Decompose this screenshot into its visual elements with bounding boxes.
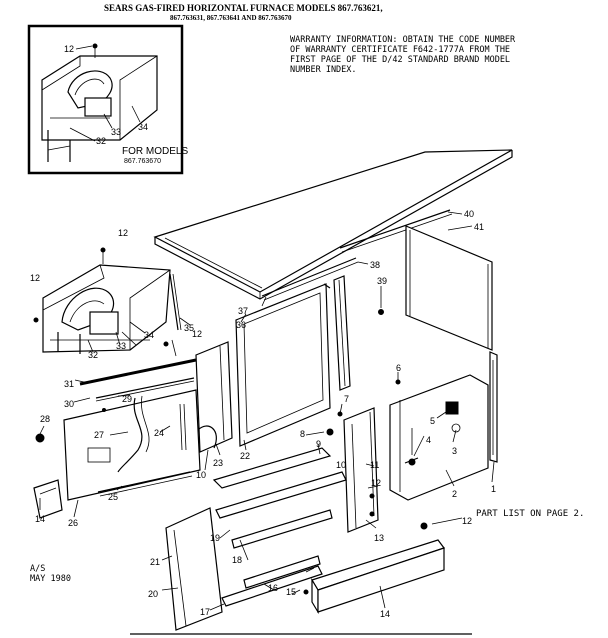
inset-motor <box>84 97 112 117</box>
callout-25: 25 <box>108 492 118 502</box>
callout-11: 11 <box>370 460 379 470</box>
corner-post-23 <box>195 341 233 453</box>
callout-10-left: 10 <box>196 470 206 480</box>
screw-6 <box>395 379 401 385</box>
callout-5: 5 <box>430 416 435 426</box>
back-panel <box>405 225 493 351</box>
callout-21: 21 <box>150 557 160 567</box>
blower-housing <box>42 247 182 354</box>
inset-label-33: 33 <box>111 127 121 137</box>
corner-post-right <box>489 351 498 463</box>
callout-7: 7 <box>344 394 349 404</box>
diagram-models: 867.763631, 867.763641 AND 867.763670 <box>170 14 292 22</box>
screw-39 <box>378 309 384 315</box>
panel-20 <box>165 507 223 631</box>
screw-12-b <box>33 317 39 323</box>
callout-35: 35 <box>184 323 194 333</box>
top-panel <box>153 149 513 300</box>
callout-31: 31 <box>64 379 74 389</box>
callout-14-right: 14 <box>380 609 390 619</box>
callout-39: 39 <box>377 276 387 286</box>
frame-22 <box>235 283 331 447</box>
right-side-panel <box>389 374 489 501</box>
front-panel <box>63 389 201 501</box>
callout-12-mid: 12 <box>192 329 202 339</box>
callout-1: 1 <box>491 484 496 494</box>
callout-13: 13 <box>374 533 384 543</box>
callout-14-left: 14 <box>35 514 45 524</box>
footer-line-1: A/S <box>30 564 45 574</box>
warranty-line-4: NUMBER INDEX. <box>290 65 357 75</box>
callout-34: 34 <box>144 330 154 340</box>
callout-33: 33 <box>116 341 126 351</box>
inset-caption-2: 867.763670 <box>124 158 161 165</box>
callout-19: 19 <box>210 533 220 543</box>
inset-model-863670: 12 32 33 34 FOR MODELS 867.763670 <box>27 24 188 175</box>
callout-38: 38 <box>370 260 380 270</box>
filter-strips <box>79 339 197 402</box>
base-rail-right <box>311 539 445 615</box>
footer-line-2: MAY 1980 <box>30 574 71 584</box>
warranty-line-1: WARRANTY INFORMATION: OBTAIN THE CODE NU… <box>290 35 516 45</box>
leader-lines <box>39 211 495 611</box>
door-strip-25 <box>97 471 191 493</box>
inset-label-32: 32 <box>96 136 106 146</box>
callout-9: 9 <box>316 439 321 449</box>
callout-36: 36 <box>236 320 246 330</box>
callout-12-base: 12 <box>462 516 472 526</box>
callout-29: 29 <box>122 394 132 404</box>
callout-26: 26 <box>68 518 78 528</box>
callout-3: 3 <box>452 446 457 456</box>
callout-20: 20 <box>148 589 158 599</box>
screw-28 <box>35 433 45 443</box>
callout-labels: 1 2 3 4 5 6 7 8 9 10 10 11 12 12 12 12 1… <box>30 209 496 619</box>
blower-motor <box>89 311 119 335</box>
side-rail-10 <box>343 407 379 533</box>
diagram-title: SEARS GAS-FIRED HORIZONTAL FURNACE MODEL… <box>104 3 383 13</box>
base-rail-left <box>33 479 63 519</box>
callout-8: 8 <box>300 429 305 439</box>
part-list-note: PART LIST ON PAGE 2. <box>476 509 584 519</box>
callout-23: 23 <box>213 458 223 468</box>
callout-4: 4 <box>426 435 431 445</box>
callout-16: 16 <box>268 583 278 593</box>
screw-12-base <box>420 522 428 530</box>
warranty-line-3: FIRST PAGE OF THE D/42 STANDARD BRAND MO… <box>290 55 510 65</box>
callout-37: 37 <box>238 306 248 316</box>
callout-24: 24 <box>154 428 164 438</box>
screw-8 <box>326 428 334 436</box>
callout-12-rail: 12 <box>371 478 381 488</box>
strip-38 <box>261 257 357 297</box>
warranty-line-2: OF WARRANTY CERTIFICATE F642-1777A FROM … <box>290 45 510 55</box>
callout-30: 30 <box>64 399 74 409</box>
inset-label-34: 34 <box>138 122 148 132</box>
callout-32: 32 <box>88 350 98 360</box>
callout-22: 22 <box>240 451 250 461</box>
callout-10-right: 10 <box>336 460 346 470</box>
callout-15: 15 <box>286 587 296 597</box>
callout-12-top: 12 <box>118 228 128 238</box>
inset-caption-1: FOR MODELS <box>122 146 188 157</box>
callout-2: 2 <box>452 489 457 499</box>
callout-6: 6 <box>396 363 401 373</box>
channel-35 <box>333 275 351 391</box>
callout-41: 41 <box>474 222 484 232</box>
screw-12-a <box>163 341 169 347</box>
callout-17: 17 <box>200 607 210 617</box>
sight-glass <box>445 401 459 415</box>
callout-28: 28 <box>40 414 50 424</box>
callout-27: 27 <box>94 430 104 440</box>
inset-label-12: 12 <box>64 44 74 54</box>
screw-15 <box>303 589 309 595</box>
callout-12-left: 12 <box>30 273 40 283</box>
callout-18: 18 <box>232 555 242 565</box>
callout-40: 40 <box>464 209 474 219</box>
strip-40 <box>339 209 451 249</box>
bottom-rails <box>212 447 347 607</box>
